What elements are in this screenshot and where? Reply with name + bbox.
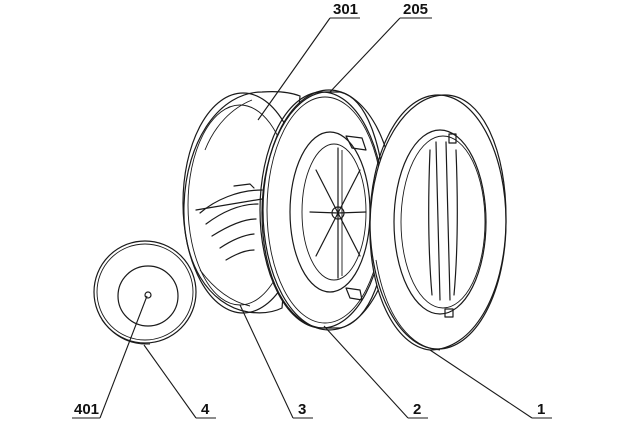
part-4-disc-cover (93, 240, 197, 345)
label-205: 205 (403, 1, 428, 18)
label-1: 1 (537, 401, 545, 418)
label-301: 301 (333, 1, 358, 18)
label-3: 3 (298, 401, 306, 418)
part-1-front-ring (369, 94, 507, 351)
leader-lines (72, 17, 552, 419)
label-4: 4 (201, 401, 210, 418)
leader-301 (257, 17, 331, 121)
leader-2 (323, 325, 409, 419)
fan-spokes (309, 147, 367, 279)
leader-4 (143, 344, 197, 419)
leader-401 (99, 295, 148, 419)
label-2: 2 (413, 401, 421, 418)
leader-3 (239, 304, 294, 419)
leader-1 (429, 349, 533, 419)
callout-labels: 301 205 401 4 3 2 1 (74, 1, 545, 418)
leader-205 (329, 17, 401, 93)
label-401: 401 (74, 401, 99, 418)
